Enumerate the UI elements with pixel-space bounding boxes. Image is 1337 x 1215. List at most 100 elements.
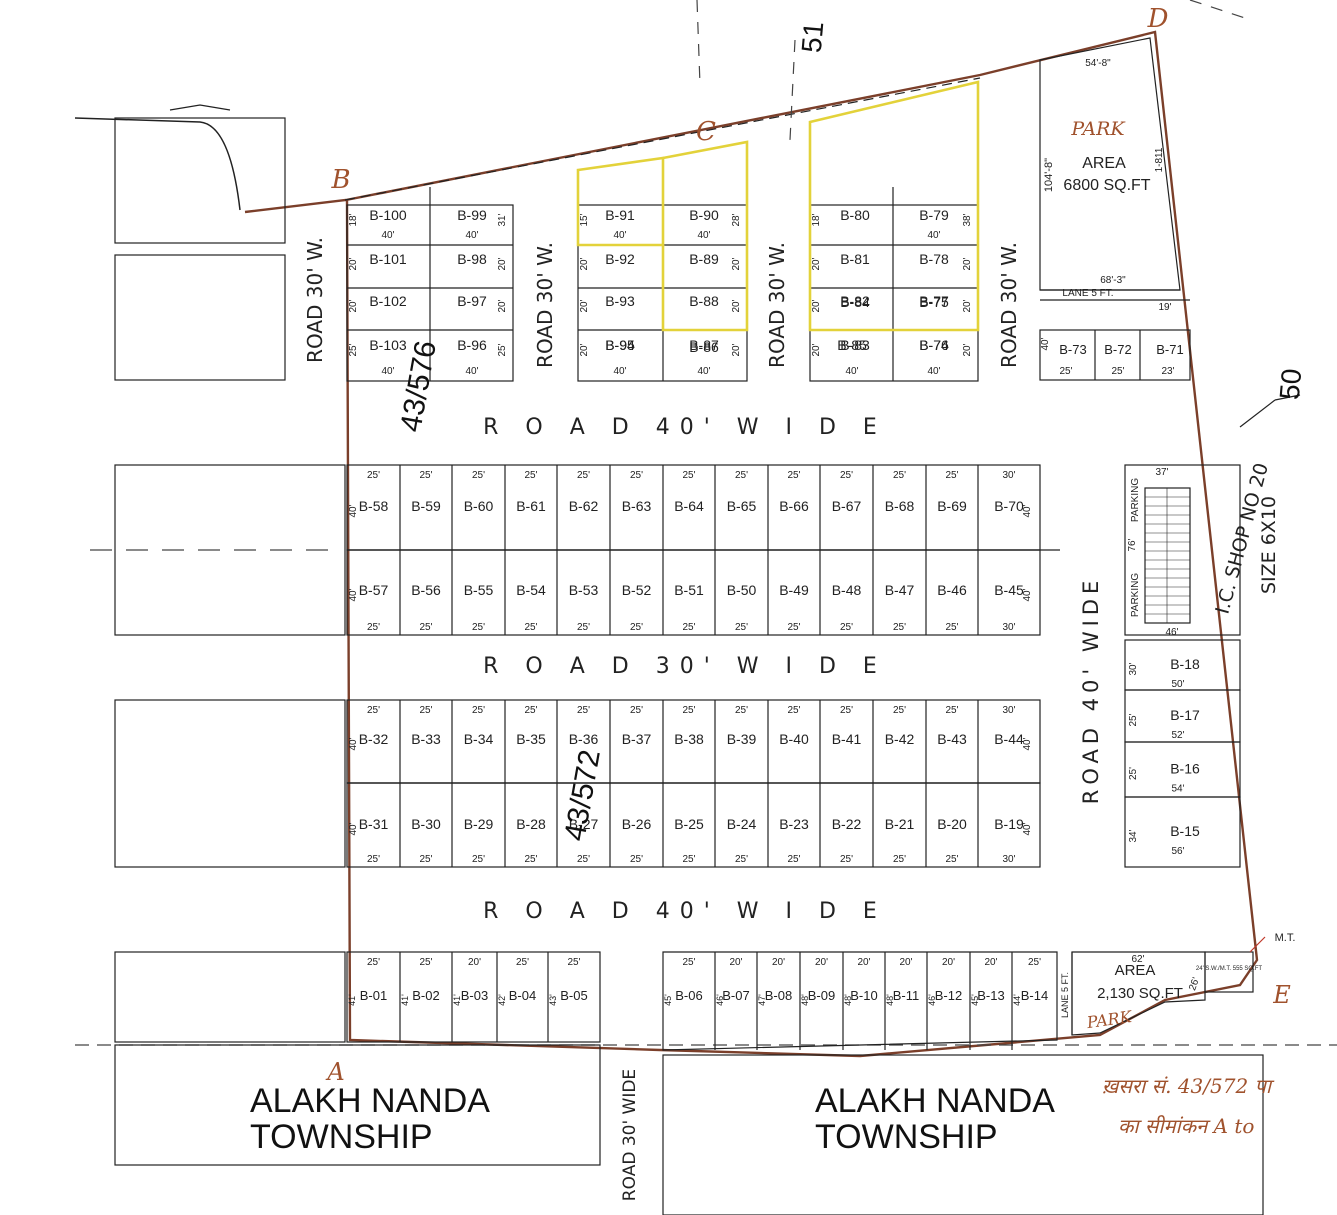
plot-label-b-74: B-74 xyxy=(919,337,949,353)
plot-label-b-25: B-25 xyxy=(674,816,704,832)
plot-width-dim: 25' xyxy=(682,854,695,865)
plot-label-b-94: B-94 xyxy=(605,337,635,353)
plot-label-b-97: B-97 xyxy=(457,293,487,309)
plot-width-dim: 25' xyxy=(367,470,380,481)
plot-rear-dim: 40' xyxy=(845,366,858,377)
park-dim: 104'-8" xyxy=(1043,158,1055,192)
plot-width-dim: 20' xyxy=(984,957,997,968)
plot-width-dim: 25' xyxy=(630,622,643,633)
plot-label-b-07: B-07 xyxy=(722,988,749,1003)
point-b: B xyxy=(330,165,350,195)
plot-side-dim: 20' xyxy=(579,257,590,270)
west-block-1 xyxy=(114,117,286,244)
lane-label: LANE 5 FT. xyxy=(1062,288,1113,299)
township-left-line2: TOWNSHIP xyxy=(250,1118,433,1156)
road-label-west-3: ROAD 30' W. xyxy=(765,242,789,368)
plot-label-b-78: B-78 xyxy=(919,251,949,267)
plot-label-b-43: B-43 xyxy=(937,731,967,747)
plot-b-15 xyxy=(1124,796,1241,868)
tick-mark xyxy=(169,104,231,111)
plot-label-b-86: B-86 xyxy=(689,339,719,355)
plot-side-dim: 38' xyxy=(962,213,973,226)
park-area-size: 6800 SQ.FT xyxy=(1063,177,1150,194)
plot-width-dim: 20' xyxy=(468,957,481,968)
park-b-area: AREA xyxy=(1115,962,1156,979)
dim: 23' xyxy=(1161,366,1174,377)
plot-label-b-54: B-54 xyxy=(516,582,546,598)
plot-label-b-63: B-63 xyxy=(622,498,652,514)
park-b-title: PARK xyxy=(1085,1007,1134,1032)
plot-label-b-77: B-77 xyxy=(919,293,949,309)
plot-group-b73-b71 xyxy=(1039,329,1191,381)
plot-label-b-82: B-82 xyxy=(840,293,870,309)
plot-width-dim: 25' xyxy=(1028,957,1041,968)
road-label-west-2: ROAD 30' W. xyxy=(533,242,557,368)
plot-label-b-57: B-57 xyxy=(359,582,389,598)
plot-side-dim: 43' xyxy=(548,994,558,1006)
plot-width-dim: 25' xyxy=(735,470,748,481)
plot-rear-dim: 40' xyxy=(613,366,626,377)
plot-label-b-75: B-75 xyxy=(919,294,949,310)
plot-width-dim: 25' xyxy=(840,854,853,865)
plot-side-dim: 20' xyxy=(731,257,742,270)
plot-width-dim: 20' xyxy=(815,957,828,968)
plot-label-b-20: B-20 xyxy=(937,816,967,832)
plot-label-b-33: B-33 xyxy=(411,731,441,747)
plot-width-dim: 25' xyxy=(367,622,380,633)
plot-label-b-58: B-58 xyxy=(359,498,389,514)
plot-label-b-38: B-38 xyxy=(674,731,704,747)
plot-side-dim: 15' xyxy=(579,213,590,226)
plot-width-dim: 25' xyxy=(735,705,748,716)
plot-label-b-35: B-35 xyxy=(516,731,546,747)
plot-depth-dim: 50' xyxy=(1171,679,1184,690)
plot-label-b-42: B-42 xyxy=(885,731,915,747)
plot-depth-dim: 40' xyxy=(1022,504,1033,517)
plot-depth-dim: 40' xyxy=(613,230,626,241)
plot-side-dim: 48' xyxy=(843,994,853,1006)
ref-dashed xyxy=(789,39,796,141)
sw-mt-label: 24' S.W./M.T. 555 SQ.FT xyxy=(1196,966,1262,972)
plot-width-dim: 25' xyxy=(419,622,432,633)
plot-side-dim: 45' xyxy=(970,994,980,1006)
plot-depth-dim: 40' xyxy=(381,230,394,241)
plot-label-b-80: B-80 xyxy=(840,207,870,223)
township-right-line1: ALAKH NANDA xyxy=(815,1082,1055,1120)
mt-pointer xyxy=(1249,936,1266,953)
plot-width-dim: 20' xyxy=(857,957,870,968)
plot-rear-dim: 40' xyxy=(927,366,940,377)
plot-label-b-101: B-101 xyxy=(369,251,407,267)
plot-depth-dim: 40' xyxy=(1022,822,1033,835)
plot-side-dim: 25' xyxy=(497,343,508,356)
plot-label-b-46: B-46 xyxy=(937,582,967,598)
plot-width-dim: 25' xyxy=(893,854,906,865)
plot-width-dim: 25' xyxy=(516,957,529,968)
plot-label-b-09: B-09 xyxy=(808,988,835,1003)
plot-side-dim: 20' xyxy=(811,299,822,312)
plot-width-dim: 25' xyxy=(524,622,537,633)
plot-label-b-84: B-84 xyxy=(840,294,870,310)
highlight-b90 xyxy=(661,140,749,332)
dim: 19' xyxy=(1158,302,1171,313)
plot-label-b-01: B-01 xyxy=(360,988,387,1003)
parking-bays xyxy=(1144,487,1191,624)
plot-label-b-67: B-67 xyxy=(832,498,862,514)
plot-rear-dim: 40' xyxy=(381,366,394,377)
park-title: PARK xyxy=(1070,118,1126,140)
plot-label-b-59: B-59 xyxy=(411,498,441,514)
plot-label-b-85: B-85 xyxy=(837,337,867,353)
plot-depth-dim: 40' xyxy=(348,504,359,517)
plot-width-dim: 25' xyxy=(419,957,432,968)
plot-side-dim: 20' xyxy=(579,343,590,356)
plot-label-b-95: B-95 xyxy=(605,337,635,353)
plot-width-dim: 25' xyxy=(472,854,485,865)
plot-label-b-39: B-39 xyxy=(727,731,757,747)
plot-label-b-37: B-37 xyxy=(622,731,652,747)
plot-label-b-10: B-10 xyxy=(850,988,877,1003)
plot-label-b-72: B-72 xyxy=(1104,342,1131,357)
plot-label-b-73: B-73 xyxy=(1059,342,1086,357)
dim: 25' xyxy=(1059,366,1072,377)
plot-depth-dim: 40' xyxy=(348,822,359,835)
plot-side-dim: 20' xyxy=(579,299,590,312)
park-dim: 54'-8" xyxy=(1085,58,1111,69)
